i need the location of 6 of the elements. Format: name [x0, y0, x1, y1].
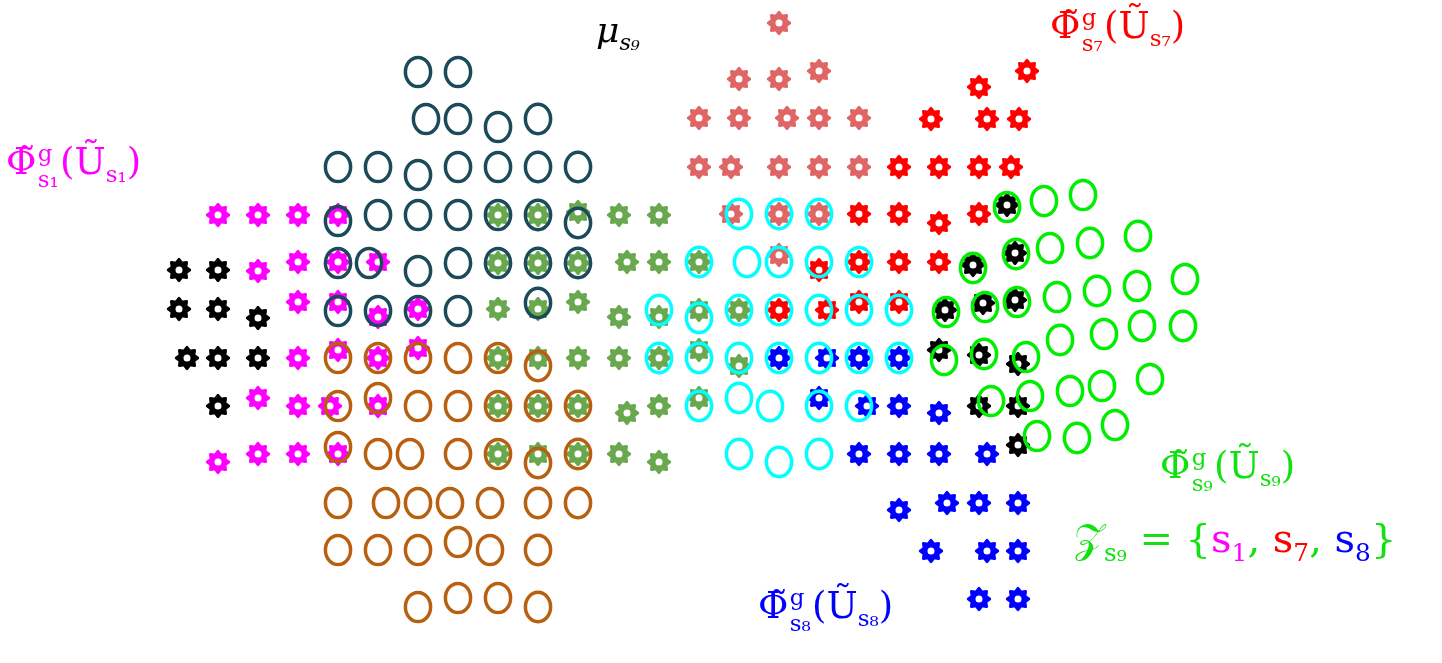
math-label: Φ̃$^{g}$$_{s₇}$(Ũ$_{s₇}$): [1050, 4, 1186, 56]
math-label: μ$_{s₉}$: [596, 8, 640, 54]
math-label: Φ̃$^{g}$$_{s₁}$(Ũ$_{s₁}$): [6, 140, 142, 192]
math-label: Φ̃$^{g}$$_{s₉}$(Ũ$_{s₉}$): [1160, 444, 1296, 496]
math-label: 𝒵$_{s₉}$ = {s$_{1}$, s$_{7}$, s$_{8}$}: [1074, 514, 1397, 566]
math-label: Φ̃$^{g}$$_{s₈}$(Ũ$_{s₈}$): [758, 584, 894, 636]
